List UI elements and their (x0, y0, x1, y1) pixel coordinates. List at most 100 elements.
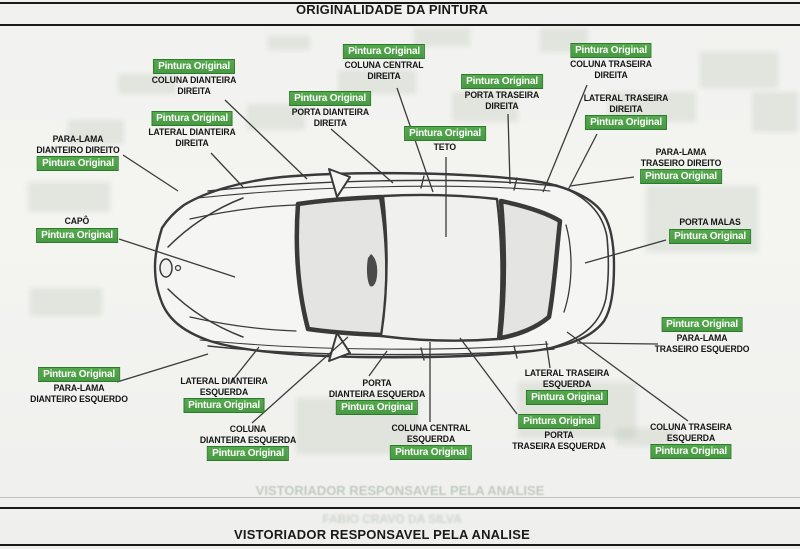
leader-porta-dianteira-esquerda (368, 350, 388, 377)
leader-porta-traseira-direita (507, 113, 511, 185)
leader-para-lama-dianteiro-direito (122, 154, 179, 192)
leader-lateral-dianteira-direita (210, 152, 244, 188)
leader-capo (118, 238, 236, 278)
page-title: ORIGINALIDADE DA PINTURA (295, 2, 489, 17)
ghost-bleedthrough (30, 288, 102, 316)
header-top-rule (0, 2, 800, 4)
coluna-dianteira-direita-paint-original-badge: Pintura Original (153, 59, 235, 74)
para-lama-dianteiro-esquerdo-paint-original-badge: Pintura Original (38, 367, 120, 382)
footer-top-rule (0, 507, 800, 509)
ghost-bleedthrough (752, 92, 798, 132)
ghost-bleedthrough (700, 52, 778, 88)
left-mirror (328, 332, 351, 362)
capo-part-name: CAPÔ (64, 216, 90, 226)
leader-coluna-traseira-direita (542, 84, 588, 193)
leader-para-lama-traseiro-esquerdo (576, 342, 659, 345)
ghost-bleedthrough (338, 70, 416, 94)
porta-traseira-direita-paint-original-badge: Pintura Original (461, 74, 543, 89)
coluna-central-direita-paint-original-badge: Pintura Original (343, 44, 425, 59)
porta-traseira-esquerda-paint-original-badge: Pintura Original (518, 414, 600, 429)
footer-bottom-rule (0, 544, 800, 546)
front-emblem (159, 258, 173, 278)
leader-porta-malas (584, 239, 667, 264)
ghost-bleedthrough (118, 74, 176, 94)
leader-lateral-traseira-direita (567, 133, 598, 191)
coluna-traseira-direita-paint-original-badge: Pintura Original (570, 43, 652, 58)
lateral-dianteira-direita-paint-original-badge: Pintura Original (151, 111, 233, 126)
porta-malas-part-name: PORTA MALAS (679, 217, 741, 227)
leader-coluna-dianteira-direita (224, 99, 308, 180)
interior-mirror-mark (366, 254, 378, 287)
leader-porta-traseira-esquerda (459, 337, 518, 415)
lateral-dianteira-esquerda-paint-original-badge: Pintura Original (183, 398, 265, 413)
leader-para-lama-dianteiro-esquerdo (116, 353, 209, 383)
rear-window (497, 198, 563, 341)
teto-part-name: TETO (433, 142, 457, 152)
ghost-bleedthrough (414, 28, 470, 46)
ghost-inspector-name: FABIO CRAVO DA SILVA (322, 512, 462, 526)
ghost-bleedthrough (616, 428, 676, 446)
coluna-dianteira-esquerda-paint-original-badge: Pintura Original (207, 446, 289, 461)
para-lama-traseiro-esquerdo-paint-original-badge: Pintura Original (661, 317, 743, 332)
ghost-footer-title: VISTORIADOR RESPONSAVEL PELA ANALISE (255, 483, 545, 498)
porta-malas-paint-original-badge: Pintura Original (669, 228, 751, 244)
porta-dianteira-esquerda-paint-original-badge: Pintura Original (336, 400, 418, 415)
car-top-view (153, 168, 616, 362)
teto-paint-original-badge: Pintura Original (404, 126, 486, 141)
leader-coluna-traseira-esquerda (566, 331, 689, 422)
capo-paint-original-badge: Pintura Original (36, 227, 118, 243)
coluna-central-esquerda-paint-original-badge: Pintura Original (390, 445, 472, 460)
ghost-bleedthrough (268, 36, 310, 50)
porta-dianteira-direita-paint-original-badge: Pintura Original (289, 91, 371, 106)
ghost-bleedthrough (247, 104, 305, 130)
header-bottom-rule (0, 24, 800, 26)
footer-faint-rule (0, 497, 800, 498)
footer-section-title: VISTORIADOR RESPONSAVEL PELA ANALISE (234, 527, 530, 542)
coluna-traseira-esquerda-paint-original-badge: Pintura Original (650, 444, 732, 459)
ghost-bleedthrough (28, 182, 110, 212)
para-lama-traseiro-direito-paint-original-badge: Pintura Original (640, 169, 722, 184)
lateral-traseira-esquerda-paint-original-badge: Pintura Original (526, 390, 608, 405)
lateral-traseira-direita-paint-original-badge: Pintura Original (585, 115, 667, 130)
leader-porta-dianteira-direita (330, 128, 394, 184)
